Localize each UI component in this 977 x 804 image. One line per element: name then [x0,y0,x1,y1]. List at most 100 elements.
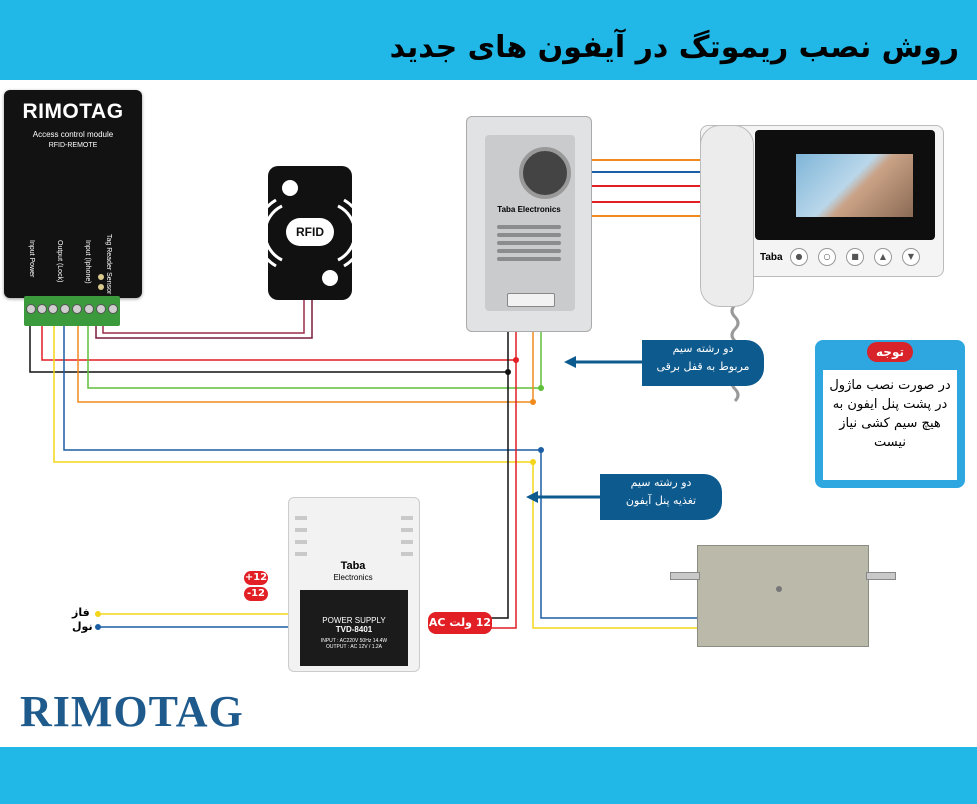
speaker-grille [497,241,561,245]
door-panel: Taba Electronics [466,116,592,332]
wire-yellow [53,326,533,463]
camera-icon [519,147,571,199]
junction-dot [530,399,536,405]
electric-lock [697,545,869,647]
psu-plus-label: +12 [244,571,268,585]
vent-slot [295,552,307,556]
callout-lock-line1: دو رشته سیم [672,342,734,355]
rfid-wire-1 [95,300,313,339]
terminal-screw [96,304,106,314]
terminal-screw [48,304,58,314]
monitor-down-icon: ▼ [902,248,920,266]
terminal-block [24,296,120,326]
monitor-menu-icon: ■ [846,248,864,266]
callout-lock-line2: مربوط به قفل برقی [656,360,750,373]
psu-input: INPUT : AC220V 50Hz 14.4W [320,638,388,644]
junction-dot [505,369,511,375]
ac-voltage-label: 12 ولت AC [428,612,492,634]
terminal-screw [108,304,118,314]
speaker-grille [497,233,561,237]
terminal-label-output-lock: Output (Lock) [56,240,63,283]
psu-brand: Taba [340,560,366,572]
vent-slot [401,540,413,544]
terminal-label-tag-reader: Tag Reader Sensor [105,234,112,295]
terminal-label-input-power: Input Power [28,240,35,278]
psu-model: TVD-8401 [335,625,373,634]
callout-arrowhead-power [526,491,538,503]
callout-arrowhead-lock [564,356,576,368]
wire-green [87,326,541,389]
lock-screw [776,586,782,592]
vent-slot [401,552,413,556]
lock-pin-left [670,572,700,580]
wire-red [41,326,516,361]
speaker-grille [497,257,561,261]
psu-minus-label: -12 [244,587,268,601]
psu-brand-sub: Electronics [333,573,373,582]
mains-neutral-dot [95,624,101,630]
note-tag: توجه [867,342,913,362]
monitor-brand: Taba [760,252,783,263]
wire-orange [77,326,533,403]
speaker-grille [497,249,561,253]
vent-slot [295,516,307,520]
note-body: در صورت نصب ماژول در پشت پنل ایفون به هی… [823,370,957,480]
terminal-label-input-iphone: Input (Iphone) [84,240,91,284]
door-panel-brand: Taba Electronics [497,205,561,214]
monitor-bell-icon: ● [790,248,808,266]
access-control-module: RIMOTAG Access control module RFID-REMOT… [4,90,142,298]
wire-black [29,326,508,373]
wire-blue [63,326,541,451]
page-title: روش نصب ریموتگ در آیفون های جدید [389,30,959,65]
handset [700,125,754,307]
panel-lead-black [490,330,509,619]
note-text: در صورت نصب ماژول در پشت پنل ایفون به هی… [829,378,951,450]
header-bar: روش نصب ریموتگ در آیفون های جدید [0,0,977,80]
panel-lead-red [490,330,517,629]
module-model: RFID-REMOTE [48,142,98,149]
terminal-screw [26,304,36,314]
junction-dot [538,385,544,391]
call-button [507,293,555,307]
lock-lead-yellow [532,462,697,629]
psu-output: OUTPUT : AC 12V / 1.2A [325,644,383,650]
status-led [98,284,104,290]
module-brand: RIMOTAG [22,100,124,123]
footer-bar [0,747,977,804]
mains-phase-label: فاز [72,606,90,619]
status-led [98,274,104,280]
vent-slot [295,528,307,532]
callout-panel-power: دو رشته سیم تغذیه پنل آیفون [600,474,722,520]
note-box: توجه در صورت نصب ماژول در پشت پنل ایفون … [815,340,965,488]
monitor-up-icon: ▲ [874,248,892,266]
module-title: Access control module [32,130,114,139]
lock-pin-right [866,572,896,580]
rfid-label: RFID [286,218,334,246]
speaker-grille [497,225,561,229]
terminal-screw [60,304,70,314]
junction-dot [538,447,544,453]
lock-lead-blue [540,450,697,619]
monitor-key-icon: ○ [818,248,836,266]
psu-name: POWER SUPPLY [322,616,386,625]
rfid-reader: RFID [268,166,352,300]
rfid-wire-2 [102,300,305,334]
psu-label: POWER SUPPLY TVD-8401 INPUT : AC220V 50H… [300,590,408,666]
door-panel-face [485,135,575,311]
mount-hole [322,270,338,286]
callout-power-line2: تغذیه پنل آیفون [625,494,697,507]
junction-dot [513,357,519,363]
terminal-screw [84,304,94,314]
callout-lock-wires: دو رشته سیم مربوط به قفل برقی [642,340,764,386]
mains-neutral-label: نول [72,620,93,633]
vent-slot [401,516,413,520]
mount-hole [282,180,298,196]
callout-power-line1: دو رشته سیم [630,476,692,489]
terminal-screw [72,304,82,314]
footer-logo: RIMOTAG [20,687,244,736]
vent-slot [295,540,307,544]
monitor-screen [796,154,913,217]
terminal-screw [37,304,47,314]
junction-dot [530,459,536,465]
mains-phase-dot [95,611,101,617]
